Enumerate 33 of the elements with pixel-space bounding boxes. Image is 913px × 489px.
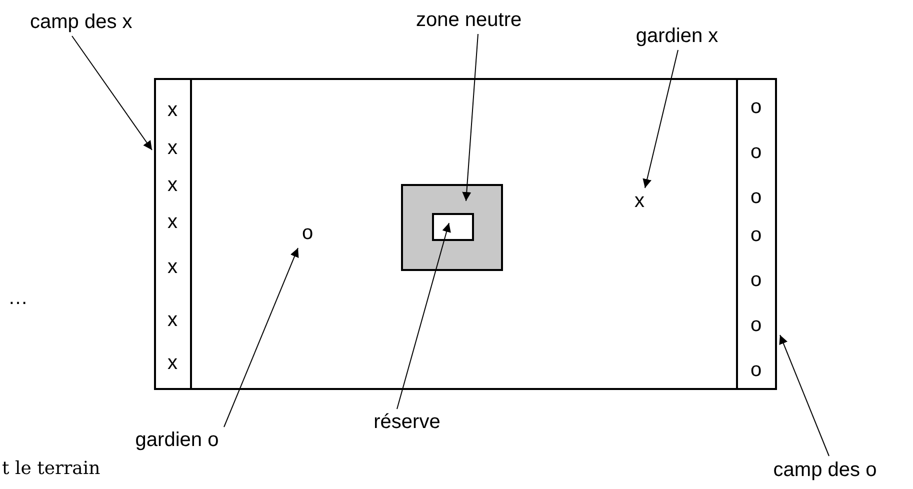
player-mark: x (166, 174, 178, 194)
playing-field (154, 78, 777, 390)
player-mark: o (749, 360, 763, 380)
caption-text: t le terrain (2, 460, 100, 478)
arrow (779, 334, 830, 456)
player-mark: o (749, 96, 763, 116)
player-mark: o (749, 224, 763, 244)
arrow (462, 34, 478, 202)
callout-label: zone neutre (416, 8, 520, 32)
player-mark: o (300, 222, 316, 244)
arrow (396, 222, 451, 410)
arrow (224, 248, 299, 428)
arrow (72, 36, 152, 150)
ellipsis-text: … (8, 288, 28, 308)
neutral-zone (400, 184, 502, 270)
player-mark: x (632, 190, 646, 212)
player-mark: x (166, 310, 178, 330)
player-mark: o (749, 270, 763, 290)
callout-label: camp des o (768, 458, 882, 482)
player-mark: o (749, 142, 763, 162)
player-mark: x (166, 256, 178, 276)
player-mark: x (166, 100, 178, 120)
arrow (642, 50, 678, 188)
player-mark: x (166, 212, 178, 232)
player-mark: o (749, 186, 763, 206)
reserve-box (432, 213, 474, 241)
player-mark: x (166, 352, 178, 372)
callout-label: gardien x (630, 24, 724, 48)
callout-label: réserve (371, 410, 443, 434)
callout-label: gardien o (130, 428, 224, 452)
player-mark: o (749, 314, 763, 334)
player-mark: x (166, 138, 178, 158)
callout-label: camp des x (30, 10, 130, 34)
